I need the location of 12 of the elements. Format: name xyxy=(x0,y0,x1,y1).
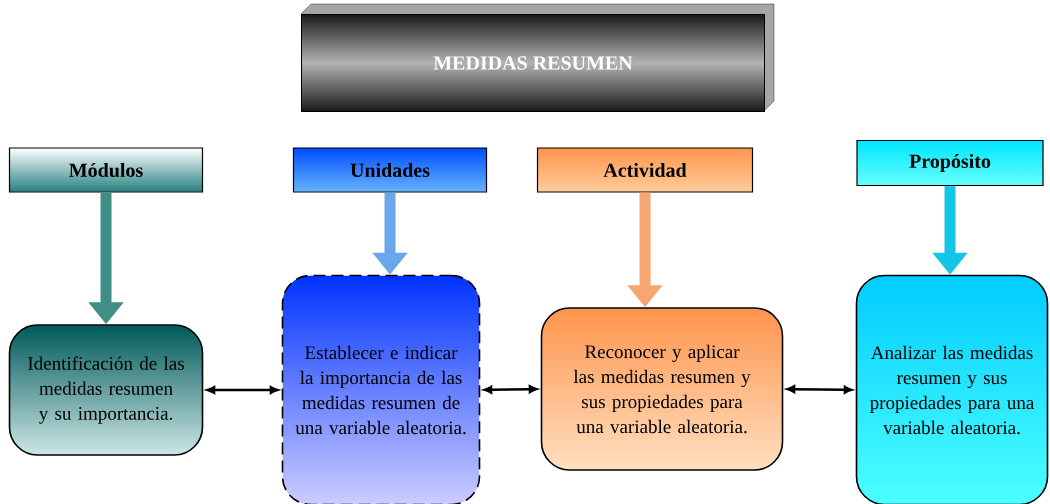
double-arrow xyxy=(206,386,279,394)
header-box: Actividad xyxy=(536,147,754,193)
header-box: Propósito xyxy=(856,139,1044,187)
content-box: Reconocer y aplicar las medidas resumen y sus propiedades para una variable aleatoria. xyxy=(540,307,784,471)
title-box: MEDIDAS RESUMEN xyxy=(300,3,775,112)
header-box: Módulos xyxy=(8,147,204,193)
content-box: Identificación de las medidas resumen y su importancia. xyxy=(8,324,204,456)
double-arrow xyxy=(786,385,853,394)
header-box: Unidades xyxy=(292,147,488,193)
content-box: Analizar las medidas resumen y sus propiedades para una variable aleatoria. xyxy=(855,274,1049,504)
content-box: Establecer e indicar la importancia de las medidas resumen de una variable aleatoria. xyxy=(281,274,481,504)
double-arrow xyxy=(483,385,538,394)
